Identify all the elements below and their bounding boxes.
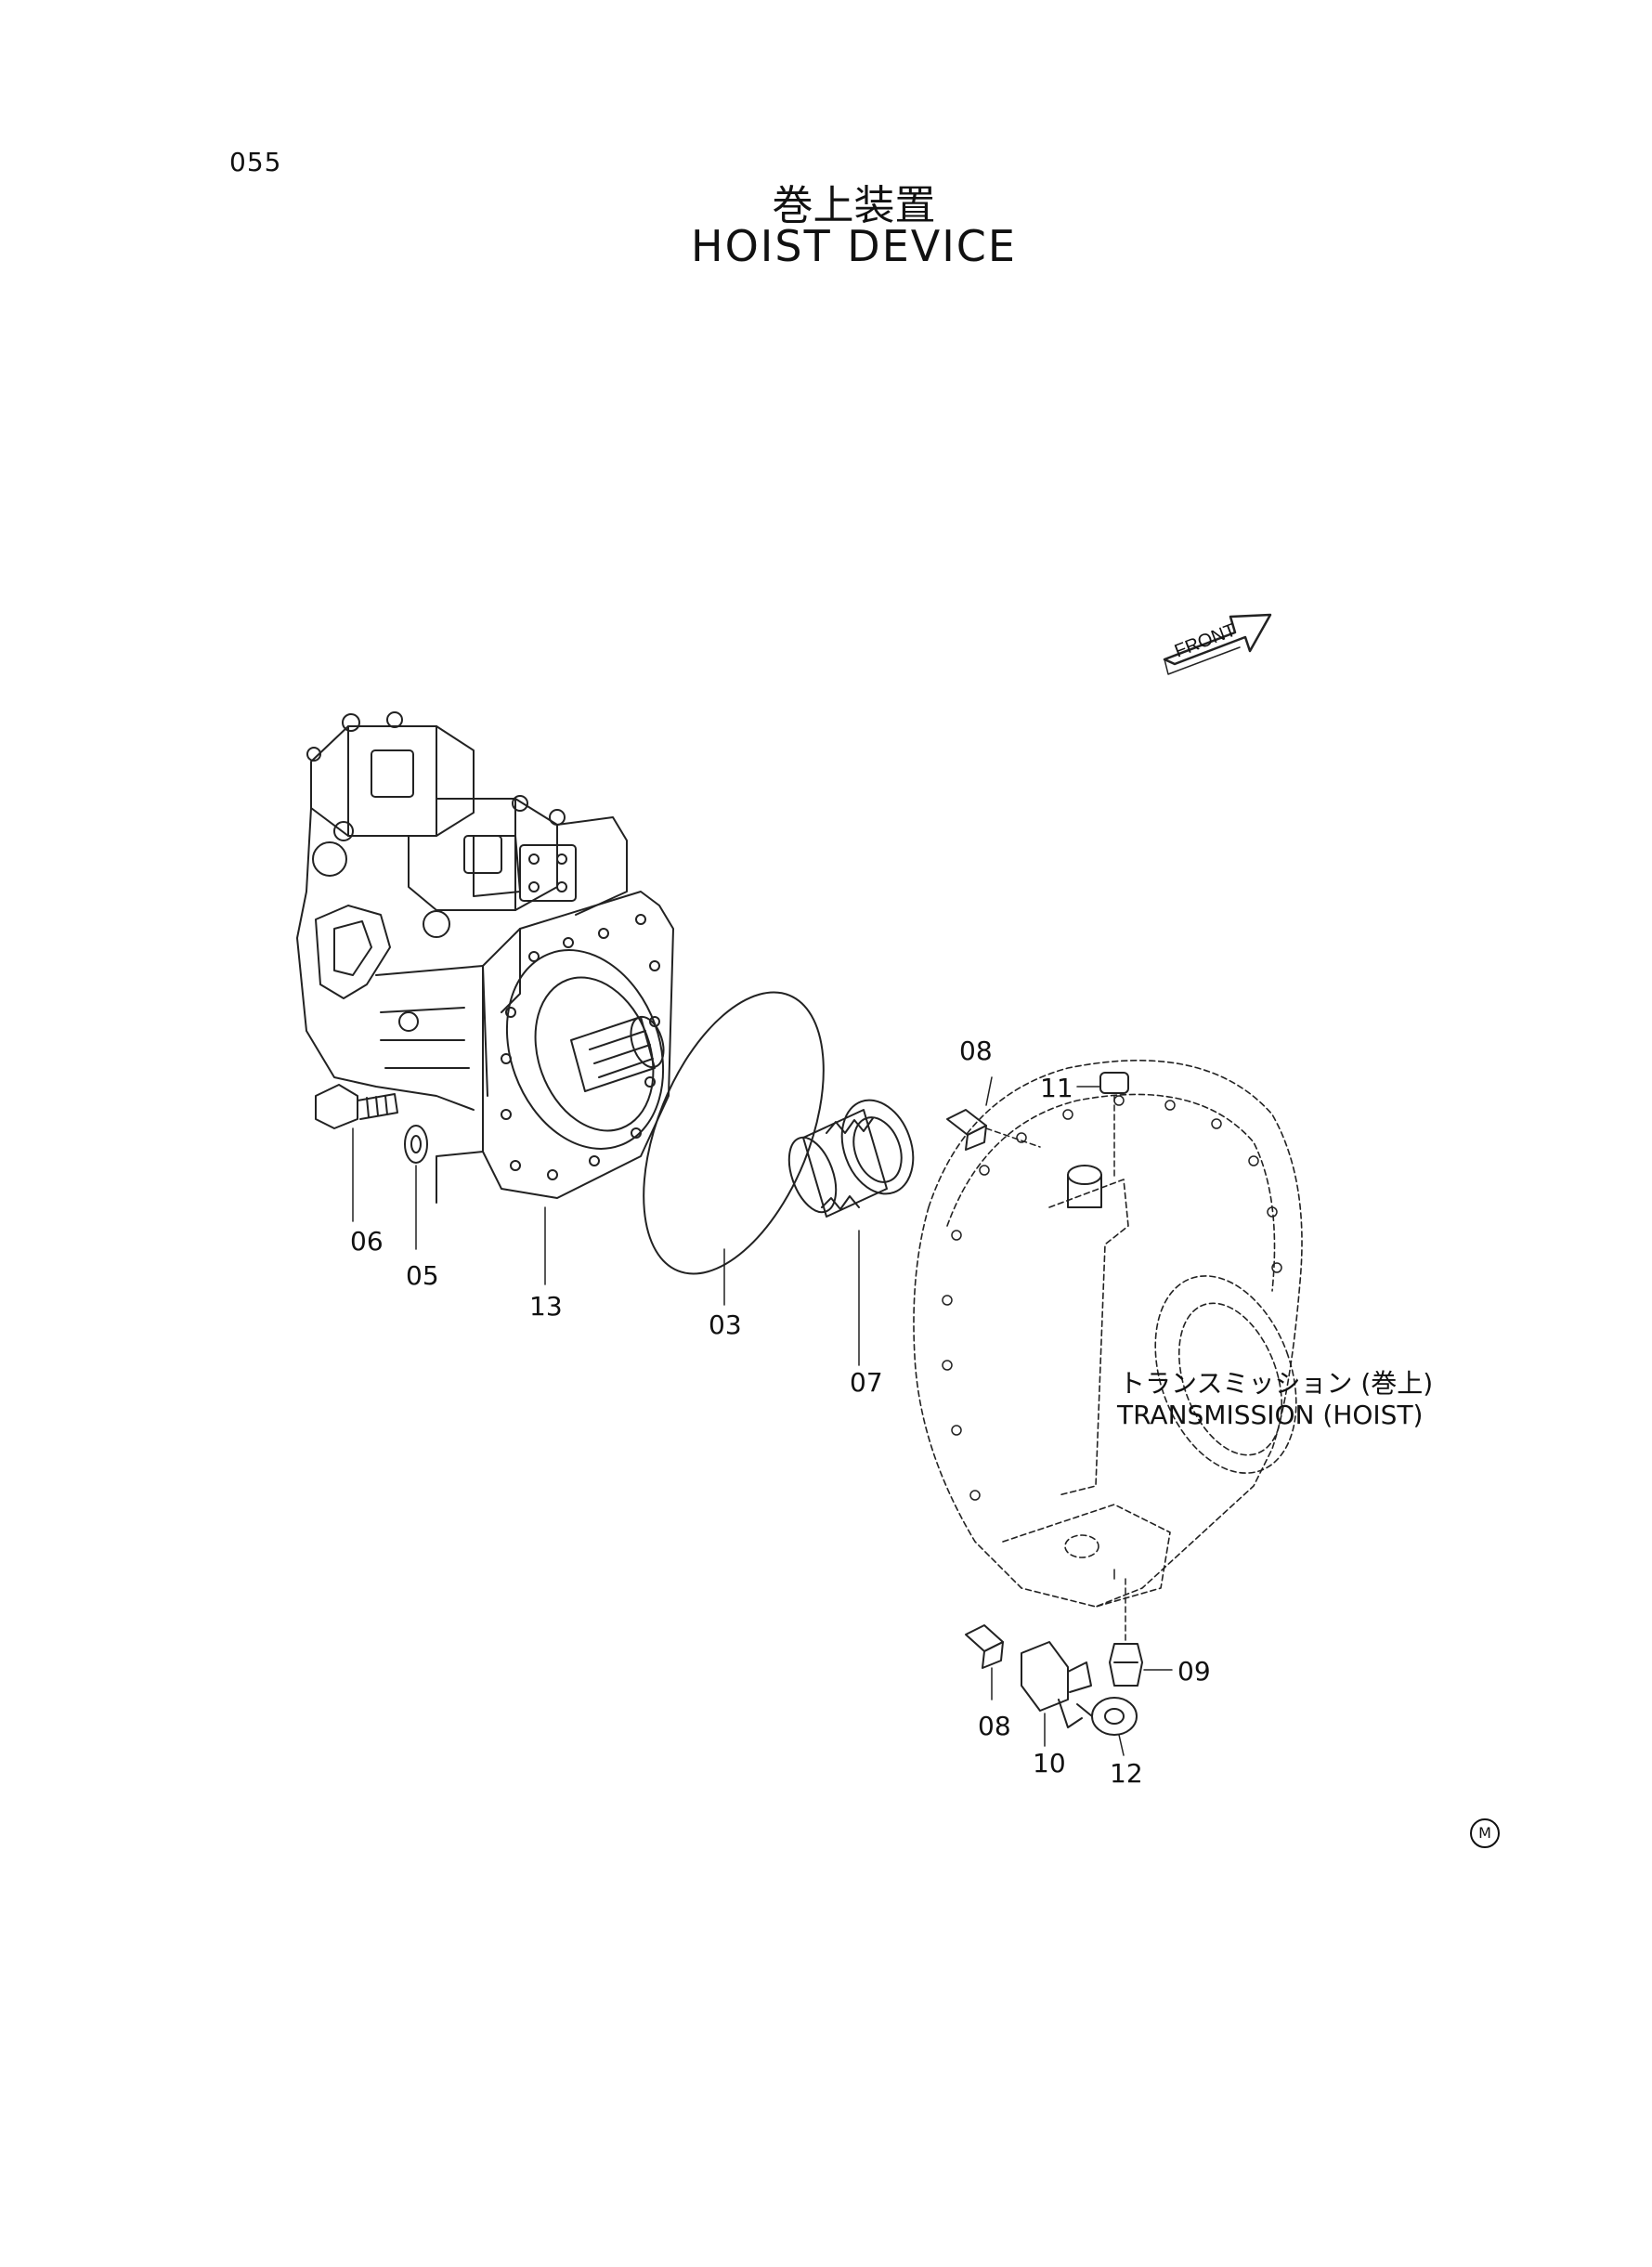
transmission-label-english: TRANSMISSION (HOIST) bbox=[1117, 1400, 1424, 1430]
callout-13: 13 bbox=[529, 1291, 563, 1322]
title-japanese: 巻上装置 bbox=[772, 182, 936, 229]
banjo-12 bbox=[1076, 1697, 1138, 1756]
breather-11 bbox=[1099, 1072, 1129, 1180]
elbow-10 bbox=[1021, 1641, 1092, 1747]
callout-10: 10 bbox=[1033, 1748, 1066, 1778]
callout-06: 06 bbox=[350, 1226, 384, 1257]
callout-12: 12 bbox=[1110, 1758, 1143, 1789]
callout-03: 03 bbox=[709, 1309, 742, 1340]
pump-assembly bbox=[296, 711, 674, 1204]
front-arrow-label: FRONT bbox=[1172, 619, 1239, 661]
callout-07: 07 bbox=[850, 1367, 883, 1398]
leader-lines bbox=[544, 1076, 1115, 1580]
washer-05 bbox=[404, 1125, 428, 1250]
callout-08-top: 08 bbox=[959, 1036, 993, 1066]
plug-fitting-08-bottom bbox=[965, 1624, 1004, 1700]
o-ring bbox=[643, 991, 825, 1275]
plug-fitting-08-top bbox=[946, 1109, 1041, 1151]
circled-m-mark: M bbox=[1470, 1818, 1500, 1848]
callout-05: 05 bbox=[406, 1260, 439, 1291]
bolt-06 bbox=[315, 1084, 398, 1222]
nipple-09 bbox=[1109, 1578, 1173, 1687]
transmission-label-japanese: トランスミッション (巻上) bbox=[1119, 1368, 1434, 1399]
title-english: HOIST DEVICE bbox=[691, 221, 1017, 271]
level-gauge bbox=[1067, 1165, 1102, 1208]
callout-09: 09 bbox=[1177, 1656, 1211, 1687]
transmission-bolt-holes bbox=[942, 1095, 1282, 1501]
callout-08-bottom: 08 bbox=[978, 1711, 1011, 1741]
transmission-housing bbox=[913, 1060, 1303, 1608]
callout-11: 11 bbox=[1040, 1073, 1073, 1103]
page-number: 055 bbox=[229, 147, 282, 177]
front-arrow-icon: FRONT bbox=[1163, 613, 1272, 675]
pinion-gear bbox=[787, 1099, 915, 1218]
